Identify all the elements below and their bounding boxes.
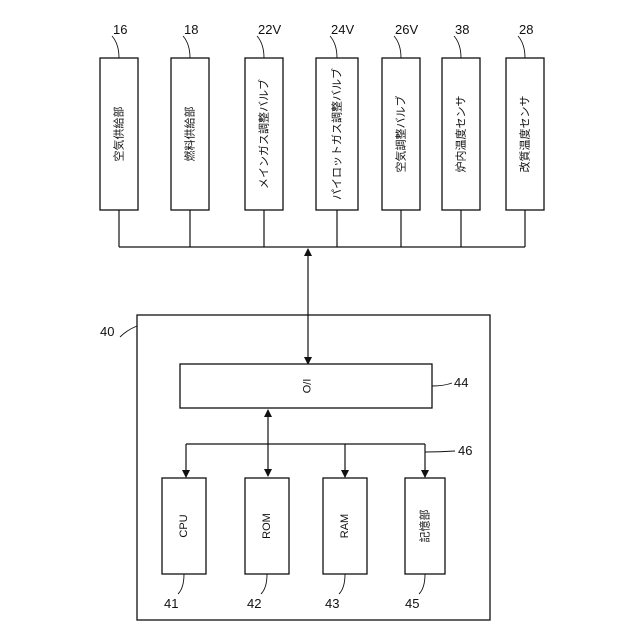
component-rom-label: ROM bbox=[261, 513, 273, 539]
device-furnace-temp-sensor-label: 炉内温度センサ bbox=[454, 96, 468, 173]
internal-bus: 46 bbox=[186, 410, 472, 477]
internal-bus-leader bbox=[425, 451, 455, 452]
controller: 40 I/O 44 46 CPU 41 ROM 42 bbox=[100, 315, 490, 620]
device-bus-line bbox=[119, 210, 525, 247]
device-furnace-temp-sensor: 炉内温度センサ 38 bbox=[442, 22, 480, 210]
device-bus bbox=[119, 210, 525, 247]
controller-leader bbox=[120, 326, 137, 337]
device-pilot-gas-valve-ref: 24V bbox=[331, 22, 354, 37]
device-row: 空気供給部 16 燃料供給部 18 メインガス調整バルブ 22V パイロットガス… bbox=[100, 22, 544, 210]
io-ref: 44 bbox=[454, 375, 468, 390]
component-storage-leader bbox=[419, 574, 425, 594]
device-reforming-temp-sensor: 改質温度センサ 28 bbox=[506, 22, 544, 210]
device-fuel-supply: 燃料供給部 18 bbox=[171, 22, 209, 210]
io-leader bbox=[432, 383, 452, 386]
device-air-valve-label: 空気調整バルブ bbox=[394, 96, 408, 173]
device-fuel-supply-label: 燃料供給部 bbox=[183, 107, 197, 162]
component-cpu-leader bbox=[178, 574, 184, 594]
device-furnace-temp-sensor-ref: 38 bbox=[455, 22, 469, 37]
device-main-gas-valve-leader bbox=[257, 36, 264, 58]
device-air-supply: 空気供給部 16 bbox=[100, 22, 138, 210]
device-pilot-gas-valve: パイロットガス調整バルブ 24V bbox=[316, 22, 358, 210]
component-rom-ref: 42 bbox=[247, 596, 261, 611]
device-fuel-supply-ref: 18 bbox=[184, 22, 198, 37]
device-pilot-gas-valve-label: パイロットガス調整バルブ bbox=[330, 68, 344, 200]
component-ram-leader bbox=[339, 574, 345, 594]
device-reforming-temp-sensor-label: 改質温度センサ bbox=[518, 96, 532, 173]
device-air-valve-leader bbox=[394, 36, 401, 58]
component-storage-ref: 45 bbox=[405, 596, 419, 611]
device-air-valve: 空気調整バルブ 26V bbox=[382, 22, 420, 210]
internal-bus-ref: 46 bbox=[458, 443, 472, 458]
component-storage-label: 記憶部 bbox=[418, 510, 432, 543]
component-ram: RAM 43 bbox=[323, 478, 367, 611]
device-main-gas-valve-ref: 22V bbox=[258, 22, 281, 37]
component-ram-ref: 43 bbox=[325, 596, 339, 611]
device-air-supply-ref: 16 bbox=[113, 22, 127, 37]
device-furnace-temp-sensor-leader bbox=[454, 36, 461, 58]
component-rom: ROM 42 bbox=[245, 478, 289, 611]
component-rom-leader bbox=[261, 574, 267, 594]
component-ram-label: RAM bbox=[339, 514, 351, 538]
component-cpu-ref: 41 bbox=[164, 596, 178, 611]
device-air-supply-label: 空気供給部 bbox=[112, 107, 126, 162]
component-cpu: CPU 41 bbox=[162, 478, 206, 611]
io-label: I/O bbox=[300, 379, 312, 394]
component-storage: 記憶部 45 bbox=[405, 478, 445, 611]
device-air-valve-ref: 26V bbox=[395, 22, 418, 37]
device-main-gas-valve-label: メインガス調整バルブ bbox=[257, 79, 271, 189]
device-pilot-gas-valve-leader bbox=[330, 36, 337, 58]
device-reforming-temp-sensor-ref: 28 bbox=[519, 22, 533, 37]
component-cpu-label: CPU bbox=[178, 514, 190, 537]
controller-ref: 40 bbox=[100, 324, 114, 339]
device-main-gas-valve: メインガス調整バルブ 22V bbox=[245, 22, 283, 210]
device-fuel-supply-leader bbox=[183, 36, 190, 58]
device-air-supply-leader bbox=[112, 36, 119, 58]
device-reforming-temp-sensor-leader bbox=[518, 36, 525, 58]
